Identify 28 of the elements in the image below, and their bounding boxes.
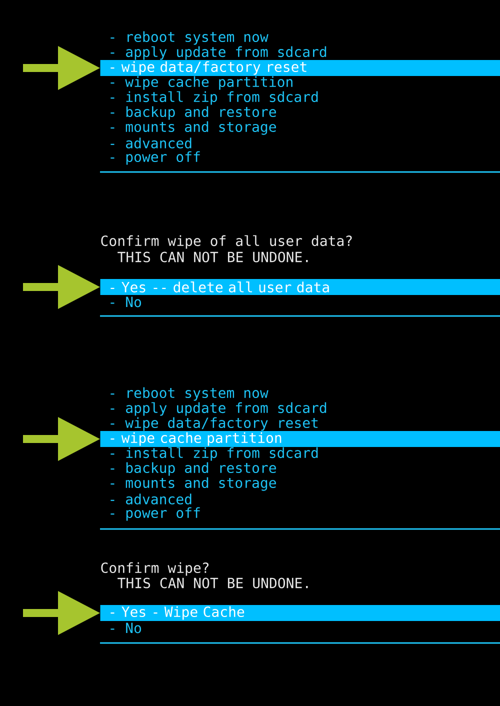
arrow	[23, 46, 100, 90]
prompt-text: Confirm wipe of all user data?	[101, 235, 352, 249]
arrow	[23, 265, 100, 309]
highlighted-menu-item: - Yes -- delete all user data	[100, 279, 500, 295]
arrow	[23, 591, 100, 635]
menu-item: - apply update from sdcard	[110, 402, 326, 416]
warning-text: THIS CAN NOT BE UNDONE.	[118, 252, 308, 262]
menu-item: - reboot system now	[110, 31, 268, 45]
menu-item: - install zip from sdcard	[110, 91, 318, 105]
menu-item: - wipe cache partition	[110, 76, 292, 90]
menu-item: - advanced	[110, 138, 192, 148]
menu-item: - apply update from sdcard	[110, 46, 326, 60]
menu-item: - power off	[110, 151, 200, 165]
menu-item: - mounts and storage	[110, 121, 276, 135]
menu-item: - mounts and storage	[110, 477, 276, 491]
menu-item: - wipe data/factory reset	[110, 417, 318, 431]
highlighted-menu-item: - Yes - Wipe Cache	[100, 605, 500, 621]
menu-item: - install zip from sdcard	[110, 447, 318, 461]
highlighted-menu-item: - wipe cache partition	[100, 431, 500, 447]
menu-item: - backup and restore	[110, 462, 276, 476]
menu-item: - backup and restore	[110, 106, 276, 120]
arrow	[23, 417, 100, 461]
prompt-text: Confirm wipe?	[101, 562, 209, 576]
menu-item: - power off	[110, 507, 200, 521]
menu-item: - reboot system now	[110, 387, 268, 401]
menu-item: - advanced	[110, 494, 192, 504]
highlighted-menu-item: - wipe data/factory reset	[100, 60, 500, 76]
warning-text: THIS CAN NOT BE UNDONE.	[118, 578, 308, 588]
